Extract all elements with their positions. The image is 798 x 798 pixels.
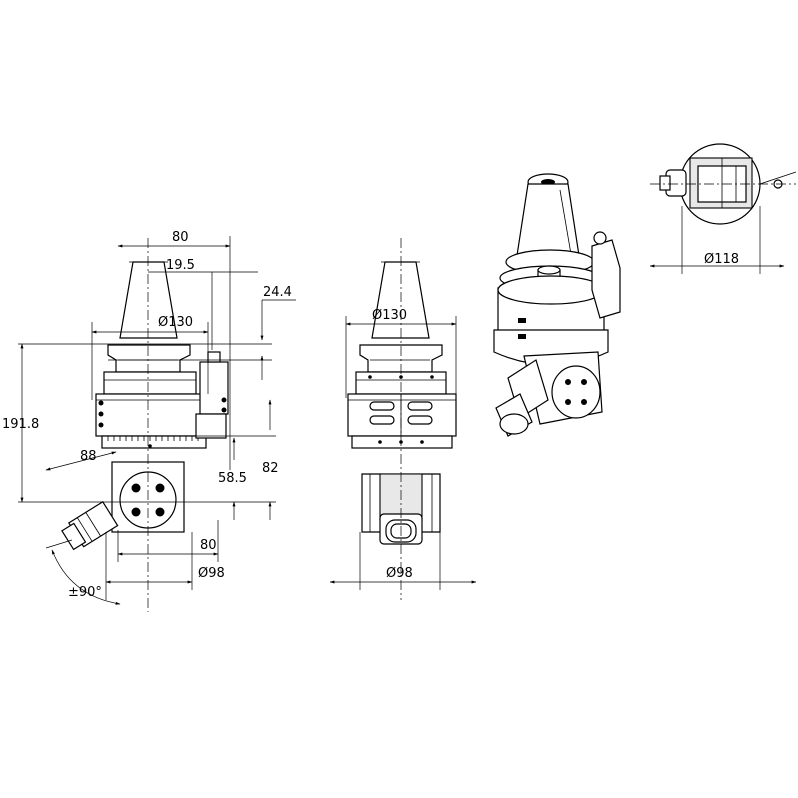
dim-82: 82 [262, 461, 279, 476]
side-flange [107, 344, 191, 373]
side-stop-block [199, 361, 229, 415]
side-view-dimensions: 80 19.5 24.4 Ø130 191.8 88 82 58.5 [2, 230, 296, 605]
dim-dia-98-front: Ø98 [386, 566, 413, 581]
front-taper [371, 261, 430, 339]
side-housing-main [95, 393, 209, 437]
top-view [650, 143, 797, 225]
isometric-view [493, 173, 621, 437]
dim-24-4: 24.4 [263, 285, 292, 300]
front-view [347, 238, 457, 600]
side-output-spindle [61, 500, 119, 551]
side-housing-upper [103, 371, 197, 395]
dim-19-5: 19.5 [166, 258, 195, 273]
front-view-dimensions: Ø130 Ø98 [329, 308, 477, 590]
dim-angle-90: ±90° [68, 585, 102, 600]
dim-dia-130-front: Ø130 [372, 308, 407, 323]
dim-dia-98-side: Ø98 [198, 566, 225, 581]
dim-58-5: 58.5 [218, 471, 247, 486]
iso-stop-block [591, 239, 621, 319]
iso-spindle-face [551, 365, 601, 419]
dim-191-8: 191.8 [2, 417, 39, 432]
top-view-dimensions: Ø118 [649, 206, 785, 274]
side-scale-ring [101, 435, 207, 449]
dim-dia-130-side: Ø130 [158, 315, 193, 330]
side-view [61, 238, 229, 612]
dim-dia-118-top: Ø118 [704, 252, 739, 267]
dim-80-bottom: 80 [200, 538, 217, 553]
dim-80-top: 80 [172, 230, 189, 245]
dim-88: 88 [80, 449, 97, 464]
